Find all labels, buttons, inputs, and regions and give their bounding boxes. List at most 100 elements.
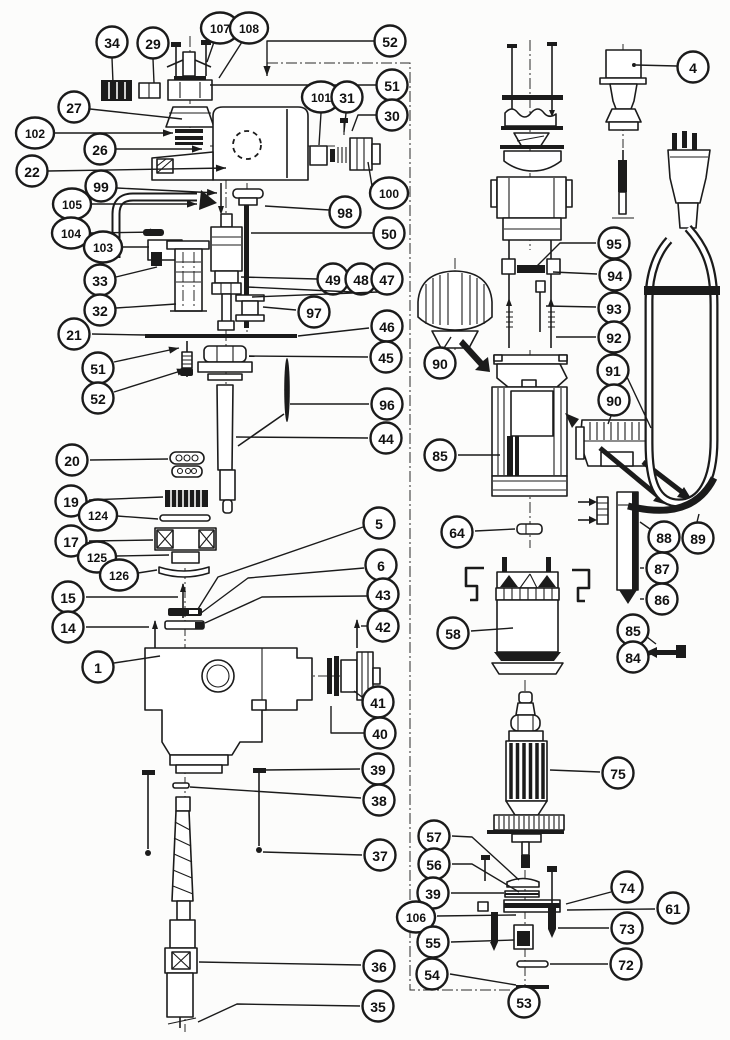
callout-number-43: 43 bbox=[375, 587, 391, 603]
callout-circle-5 bbox=[362, 506, 396, 540]
callout-circle-86 bbox=[645, 582, 679, 616]
callout-number-57: 57 bbox=[426, 829, 442, 845]
callout-circle-52 bbox=[373, 24, 407, 58]
callout-number-93: 93 bbox=[606, 301, 622, 317]
callout-number-56: 56 bbox=[426, 857, 442, 873]
part-callout-87: 87 bbox=[640, 551, 679, 585]
part-callout-51: 51 bbox=[81, 346, 180, 385]
rack-bar bbox=[145, 334, 297, 338]
part-callout-34: 34 bbox=[95, 25, 129, 84]
callout-circle-102 bbox=[14, 116, 56, 150]
part-callout-22: 22 bbox=[15, 154, 227, 188]
callout-number-103: 103 bbox=[93, 241, 113, 255]
callout-circle-50 bbox=[372, 216, 406, 250]
callout-circle-126 bbox=[98, 558, 140, 592]
bearing-stack bbox=[154, 490, 217, 578]
pulley-group bbox=[197, 345, 253, 381]
part-callout-15: 15 bbox=[51, 580, 178, 614]
callout-circle-72 bbox=[609, 947, 643, 981]
callout-number-38: 38 bbox=[371, 793, 387, 809]
callout-number-48: 48 bbox=[353, 272, 369, 288]
callout-circle-14 bbox=[51, 610, 85, 644]
part-callout-126: 126 bbox=[98, 558, 158, 592]
callout-number-90: 90 bbox=[432, 356, 448, 372]
callout-circle-90 bbox=[423, 346, 457, 380]
part-callout-52: 52 bbox=[263, 24, 407, 76]
part-callout-44: 44 bbox=[235, 421, 403, 455]
armature-group bbox=[487, 691, 565, 868]
callout-number-42: 42 bbox=[375, 619, 391, 635]
part-callout-50: 50 bbox=[251, 216, 406, 250]
retaining-clips bbox=[152, 583, 360, 648]
part-callout-40: 40 bbox=[330, 706, 397, 750]
callout-circle-54 bbox=[415, 957, 449, 991]
part-callout-17: 17 bbox=[54, 524, 154, 558]
callout-number-34: 34 bbox=[104, 35, 120, 51]
callout-circle-26 bbox=[83, 132, 117, 166]
callout-number-37: 37 bbox=[372, 848, 388, 864]
part-callout-42: 42 bbox=[361, 609, 400, 643]
part-callout-97: 97 bbox=[262, 295, 331, 329]
callout-circle-44 bbox=[369, 421, 403, 455]
callout-circle-37 bbox=[363, 838, 397, 872]
clamp-knob-group bbox=[101, 40, 215, 145]
part-callout-89: 89 bbox=[681, 513, 715, 555]
callout-number-107: 107 bbox=[210, 22, 230, 36]
part-callout-19: 19 bbox=[54, 484, 164, 518]
callout-circle-45 bbox=[369, 340, 403, 374]
callout-number-1: 1 bbox=[94, 660, 102, 676]
callout-number-36: 36 bbox=[371, 959, 387, 975]
callout-number-87: 87 bbox=[654, 561, 670, 577]
callout-number-49: 49 bbox=[325, 272, 341, 288]
callout-circle-27 bbox=[57, 90, 91, 124]
callout-circle-85 bbox=[423, 438, 457, 472]
callout-number-31: 31 bbox=[339, 90, 355, 106]
callout-circle-74 bbox=[610, 870, 644, 904]
part-callout-1: 1 bbox=[81, 650, 161, 684]
callout-number-20: 20 bbox=[64, 453, 80, 469]
part-callout-93: 93 bbox=[545, 291, 631, 325]
part-callout-61: 61 bbox=[566, 891, 690, 925]
callout-circle-97 bbox=[297, 295, 331, 329]
callout-number-89: 89 bbox=[690, 531, 706, 547]
callout-circle-22 bbox=[15, 154, 49, 188]
part-callout-49: 49 bbox=[240, 262, 350, 296]
callout-number-53: 53 bbox=[516, 995, 532, 1011]
callout-number-104: 104 bbox=[61, 227, 81, 241]
part-callout-94: 94 bbox=[552, 258, 632, 292]
spindle-pin bbox=[218, 183, 224, 215]
callout-number-99: 99 bbox=[93, 179, 109, 195]
part-callout-54: 54 bbox=[415, 957, 517, 991]
callout-number-14: 14 bbox=[60, 620, 76, 636]
part-callout-100: 100 bbox=[367, 161, 410, 210]
left-assembly-drawing bbox=[101, 40, 381, 1028]
callout-number-6: 6 bbox=[377, 558, 385, 574]
part-callout-86: 86 bbox=[640, 582, 679, 616]
part-callout-4: 4 bbox=[635, 50, 710, 84]
callout-circle-53 bbox=[507, 985, 541, 1019]
callout-number-39: 39 bbox=[370, 762, 386, 778]
callout-number-98: 98 bbox=[337, 205, 353, 221]
callout-circle-30 bbox=[375, 98, 409, 132]
callout-number-22: 22 bbox=[24, 164, 40, 180]
callout-number-4: 4 bbox=[689, 60, 697, 76]
gear-cluster bbox=[477, 855, 561, 989]
callout-number-27: 27 bbox=[66, 100, 82, 116]
callout-number-91: 91 bbox=[605, 363, 621, 379]
callout-number-33: 33 bbox=[92, 273, 108, 289]
callout-circle-19 bbox=[54, 484, 88, 518]
callout-number-21: 21 bbox=[66, 327, 82, 343]
callout-number-51: 51 bbox=[90, 361, 106, 377]
callout-circle-1 bbox=[81, 650, 115, 684]
part-callout-29: 29 bbox=[136, 26, 170, 84]
power-plug-and-cord bbox=[627, 131, 720, 514]
part-callout-39: 39 bbox=[264, 752, 395, 786]
callout-circle-47 bbox=[370, 262, 404, 296]
callout-number-61: 61 bbox=[665, 901, 681, 917]
callout-circle-34 bbox=[95, 25, 129, 59]
part-callout-75: 75 bbox=[549, 756, 635, 790]
callout-circle-35 bbox=[361, 989, 395, 1023]
part-callout-21: 21 bbox=[57, 317, 147, 351]
part-callout-64: 64 bbox=[440, 515, 516, 549]
